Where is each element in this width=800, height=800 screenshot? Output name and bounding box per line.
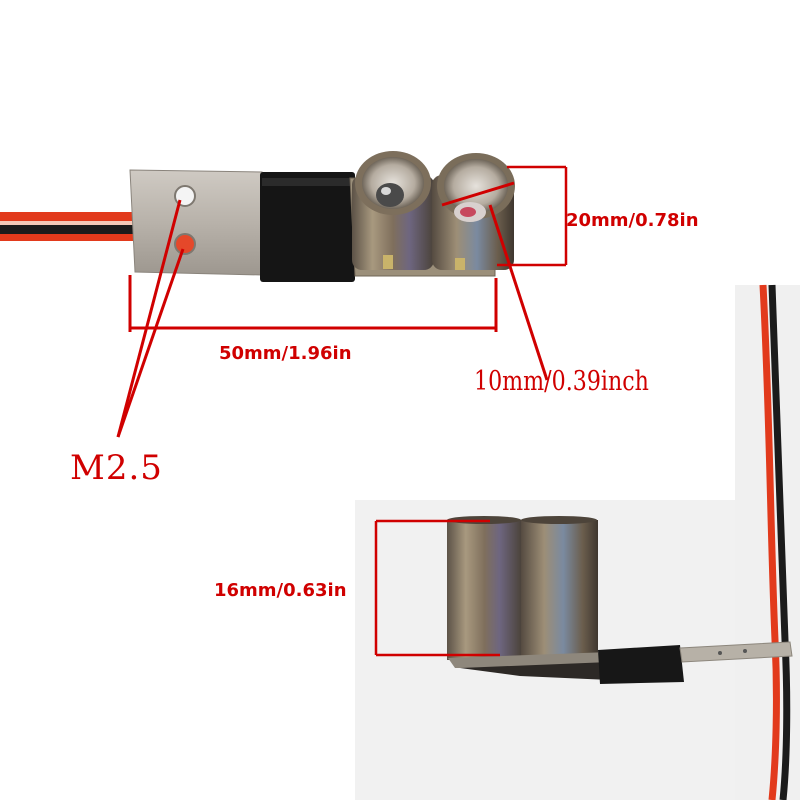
diameter-marker bbox=[441, 181, 549, 381]
wires-left bbox=[0, 212, 135, 241]
hole-size-label: M2.5 bbox=[70, 448, 163, 488]
tube-right-side bbox=[521, 520, 598, 660]
wires-vertical bbox=[759, 284, 780, 800]
width-label: 20mm/0.78in bbox=[566, 210, 699, 231]
heat-shrink bbox=[260, 172, 355, 282]
tube-left-side bbox=[447, 520, 522, 660]
tube-height-label: 16mm/0.63in bbox=[214, 580, 347, 601]
sensor-side-view bbox=[355, 284, 800, 800]
hole-pointers bbox=[116, 199, 185, 438]
metal-plate bbox=[129, 169, 263, 276]
side-heat-shrink bbox=[598, 645, 684, 684]
length-label: 50mm/1.96in bbox=[219, 343, 352, 364]
led-lens-left bbox=[376, 183, 404, 207]
sensor-top-view bbox=[0, 151, 515, 282]
dimension-height bbox=[374, 519, 500, 657]
tube-diameter-label: 10mm/0.39inch bbox=[474, 366, 649, 397]
mounting-hole-bottom bbox=[174, 233, 196, 255]
dimension-length bbox=[128, 275, 498, 332]
